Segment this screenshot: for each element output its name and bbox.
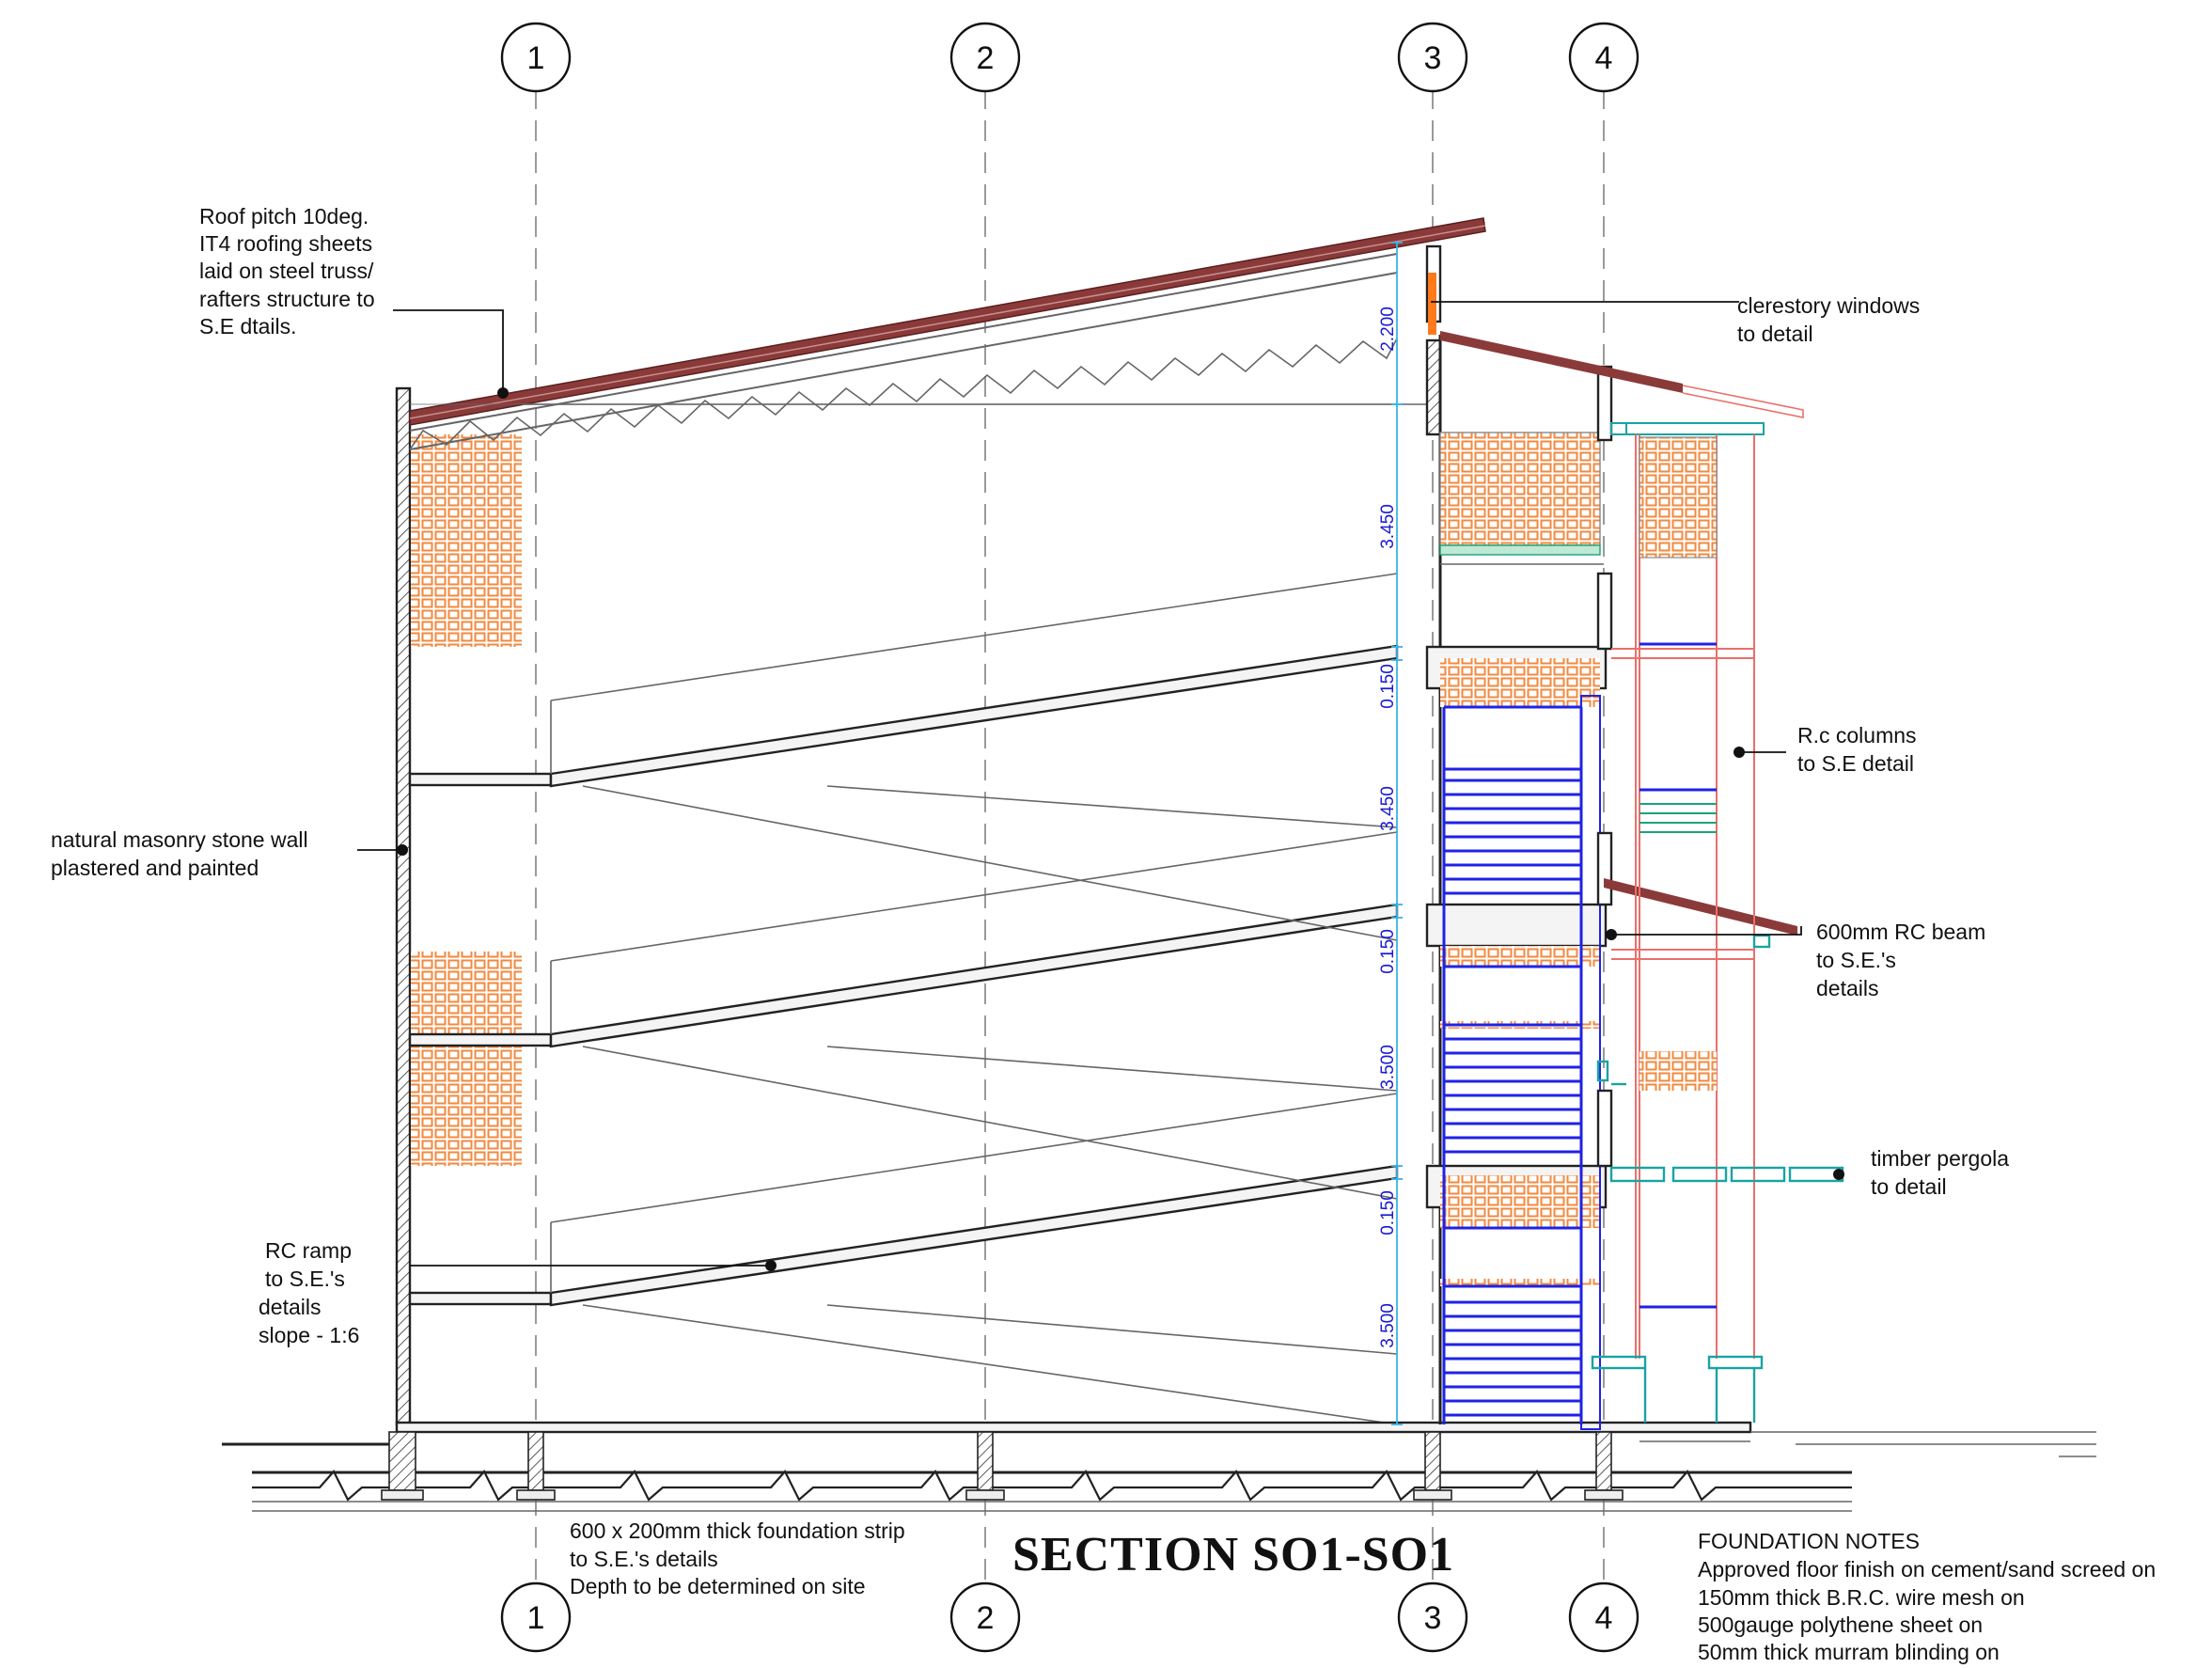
grid-label-4-bottom: 4 xyxy=(1595,1600,1613,1636)
dimension-labels: 2.200 3.450 0.150 3.450 0.150 3.500 0.15… xyxy=(1378,307,1398,1348)
wall-note-line-1: natural masonry stone wall xyxy=(51,827,308,852)
ramp-note-line-3: details xyxy=(259,1295,321,1319)
grid-label-3-bottom: 3 xyxy=(1424,1600,1442,1636)
stairs xyxy=(1442,695,1601,1430)
pergola-note: timber pergola to detail xyxy=(1871,1146,2009,1199)
foundation-strip-note: 600 x 200mm thick foundation strip to S.… xyxy=(570,1519,905,1598)
grid-bubble-4-top xyxy=(1568,22,1639,93)
columns-note: R.c columns to S.E detail xyxy=(1797,723,1917,776)
stone-wall xyxy=(395,386,522,1426)
pergola-line-2: to detail xyxy=(1871,1174,1947,1199)
foundation-notes-line-2: 150mm thick B.R.C. wire mesh on xyxy=(1698,1585,2025,1610)
leader-dot-columns xyxy=(1734,747,1745,758)
pergola-line-1: timber pergola xyxy=(1871,1146,2009,1171)
grid-label-1-bottom: 1 xyxy=(527,1600,545,1636)
dim-floor-2: 3.450 xyxy=(1378,786,1398,831)
wall-note: natural masonry stone wall plastered and… xyxy=(51,827,308,880)
roof-note-line-2: IT4 roofing sheets xyxy=(199,231,372,256)
roof-note-line-3: laid on steel truss/ xyxy=(199,259,374,283)
beam-line-1: 600mm RC beam xyxy=(1816,920,1985,944)
roof-note: Roof pitch 10deg. IT4 roofing sheets lai… xyxy=(199,204,375,338)
beam-note: 600mm RC beam to S.E.'s details xyxy=(1816,920,1985,1000)
dim-ground-floor: 3.500 xyxy=(1378,1303,1398,1348)
main-roof xyxy=(409,217,1486,450)
wall-note-line-2: plastered and painted xyxy=(51,856,259,880)
grid-bubble-3-top xyxy=(1397,22,1468,93)
dim-floor-1: 3.500 xyxy=(1378,1045,1398,1090)
roof-note-line-5: S.E dtails. xyxy=(199,314,297,338)
ramp-note: RC ramp to S.E.'s details slope - 1:6 xyxy=(259,1238,359,1347)
grid-bubble-2-top xyxy=(949,22,1021,93)
foundation-strip-line-2: to S.E.'s details xyxy=(570,1547,718,1571)
columns-line-2: to S.E detail xyxy=(1797,751,1914,776)
timber-pergola xyxy=(1591,934,1844,1423)
grid-label-2-top: 2 xyxy=(977,40,995,76)
dim-slab-3: 0.150 xyxy=(1378,664,1398,709)
beam-line-2: to S.E.'s xyxy=(1816,948,1896,972)
masonry-panel-bottom xyxy=(411,952,522,1166)
clerestory-line-2: to detail xyxy=(1737,322,1813,346)
foundation-notes-heading: FOUNDATION NOTES xyxy=(1698,1529,1920,1553)
masonry-col4-top xyxy=(1639,436,1718,559)
rc-columns xyxy=(1611,434,1755,1359)
dim-slab-1: 0.150 xyxy=(1378,1190,1398,1235)
ground-slab xyxy=(222,1421,2096,1512)
leader-lines xyxy=(357,301,1844,1271)
grid-bubbles-bottom: 1 2 3 4 xyxy=(500,1581,1639,1653)
foundation-strip-line-1: 600 x 200mm thick foundation strip xyxy=(570,1519,905,1543)
ramp-note-line-1: RC ramp xyxy=(265,1238,352,1263)
clerestory-note: clerestory windows to detail xyxy=(1737,293,1920,346)
ramps xyxy=(549,573,1399,1425)
section-title: SECTION SO1-SO1 xyxy=(1012,1528,1454,1581)
dimension-line xyxy=(1391,242,1403,1425)
grid-bubble-4-bottom xyxy=(1568,1581,1639,1653)
beam-line-3: details xyxy=(1816,976,1878,1000)
grid-label-4-top: 4 xyxy=(1595,40,1613,76)
leader-dot-pergola xyxy=(1833,1169,1844,1180)
clerestory-line-1: clerestory windows xyxy=(1737,293,1920,318)
grid-bubbles-top: 1 2 3 4 xyxy=(500,22,1639,93)
dim-floor-3: 3.450 xyxy=(1378,504,1398,549)
foundation-notes: FOUNDATION NOTES Approved floor finish o… xyxy=(1698,1529,2156,1664)
stair-core xyxy=(1425,244,1608,1424)
foundation-notes-line-1: Approved floor finish on cement/sand scr… xyxy=(1698,1557,2156,1581)
ramp-note-line-2: to S.E.'s xyxy=(265,1267,345,1291)
foundation-strip-line-3: Depth to be determined on site xyxy=(570,1574,866,1598)
dim-clerestory: 2.200 xyxy=(1378,307,1398,352)
foundation-strips xyxy=(381,1431,1624,1501)
grid-bubble-3-bottom xyxy=(1397,1581,1468,1653)
masonry-panel-top xyxy=(411,434,522,647)
grid-bubble-1-bottom xyxy=(500,1581,572,1653)
ramp-landings-left xyxy=(408,772,553,1306)
foundation-notes-line-4: 50mm thick murram blinding on xyxy=(1698,1640,2000,1664)
ramp-note-line-4: slope - 1:6 xyxy=(259,1323,359,1347)
grid-bubble-2-bottom xyxy=(949,1581,1021,1653)
foundation-notes-line-3: 500gauge polythene sheet on xyxy=(1698,1613,1983,1637)
masonry-col4-mid xyxy=(1639,1051,1717,1091)
masonry-upper-core xyxy=(1439,432,1601,546)
leader-dot-beam xyxy=(1606,929,1617,940)
leader-dot-ramp xyxy=(765,1260,777,1271)
grid-label-3-top: 3 xyxy=(1424,40,1442,76)
columns-line-1: R.c columns xyxy=(1797,723,1917,747)
grid-bubble-1-top xyxy=(500,22,572,93)
roof-note-line-4: rafters structure to xyxy=(199,287,375,311)
column-4-structure xyxy=(1440,331,1804,1168)
leader-dot-wall xyxy=(397,844,408,856)
grid-label-1-top: 1 xyxy=(527,40,545,76)
roof-note-line-1: Roof pitch 10deg. xyxy=(199,204,369,228)
dim-slab-2: 0.150 xyxy=(1378,929,1398,974)
grid-label-2-bottom: 2 xyxy=(977,1600,995,1636)
leader-dot-roof xyxy=(497,387,509,399)
